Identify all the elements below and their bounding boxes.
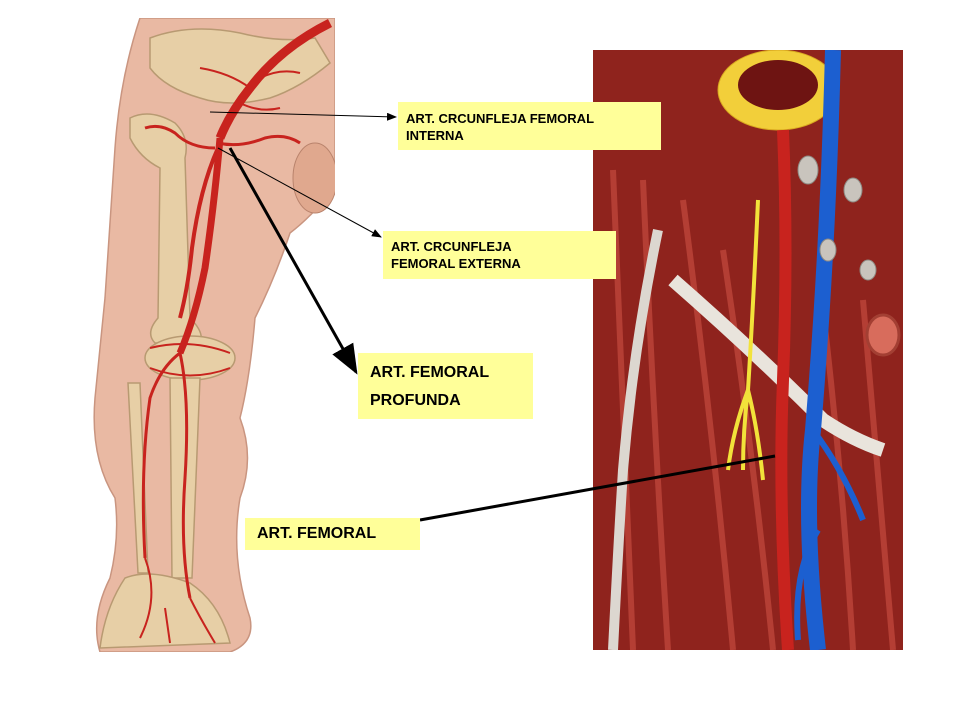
knee-joint	[144, 335, 236, 381]
label-externa-line-1: ART. CRCUNFLEJA	[391, 239, 512, 254]
leg-arteries-drawing	[93, 18, 335, 652]
femoral-artery-dissection	[775, 129, 794, 650]
femur-bone	[129, 113, 202, 344]
external-iliac-artery	[215, 18, 333, 140]
leg-arteries-illustration	[80, 18, 335, 652]
label-profunda-line-1: ART. FEMORAL	[370, 364, 490, 381]
knee-arterial-network	[149, 343, 231, 377]
label-interna-line-1: ART. CRCUNFLEJA FEMORAL	[406, 111, 595, 126]
circumflex-externa-drawing	[144, 124, 216, 150]
label-externa-line-2: FEMORAL EXTERNA	[391, 256, 521, 271]
popliteal-branches	[141, 351, 192, 599]
femoral-artery-drawing	[176, 137, 224, 355]
vein-tributaries	[794, 428, 866, 641]
thigh-dissection-illustration	[593, 50, 903, 650]
sartorius-tendon	[668, 274, 886, 457]
pelvic-branches	[199, 67, 301, 111]
circumflex-interna-drawing	[217, 134, 301, 147]
bladder-region	[738, 60, 818, 110]
thigh-dissection-drawing	[593, 50, 903, 650]
label-circumflex-externa: ART. CRCUNFLEJA FEMORAL EXTERNA	[383, 231, 616, 279]
foot-arteries	[139, 557, 216, 644]
femoral-nerve	[726, 199, 765, 481]
label-profunda-line-2: PROFUNDA	[370, 392, 461, 409]
leg-skin-silhouette	[93, 18, 335, 652]
femoral-vein-dissection	[801, 50, 841, 650]
label-femoral: ART. FEMORAL	[245, 518, 420, 550]
label-circumflex-interna: ART. CRCUNFLEJA FEMORAL INTERNA	[398, 102, 661, 150]
spermatic-cord-section	[865, 313, 901, 357]
label-femoral-profunda: ART. FEMORAL PROFUNDA	[358, 353, 533, 419]
profunda-artery-drawing	[178, 147, 220, 319]
label-femoral-text: ART. FEMORAL	[257, 525, 377, 542]
label-interna-line-2: INTERNA	[406, 128, 464, 143]
genital-region	[292, 142, 335, 214]
lymph-nodes	[797, 155, 877, 281]
